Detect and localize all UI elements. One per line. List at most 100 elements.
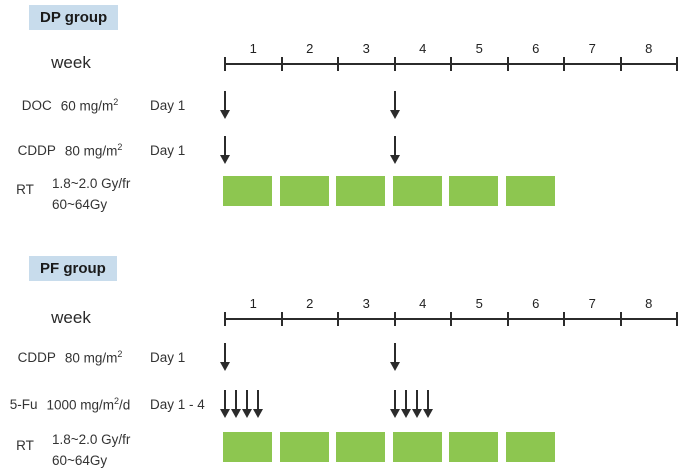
week-number: 8 <box>645 41 653 56</box>
dose-arrow-icon <box>422 390 433 418</box>
axis-tick <box>506 312 509 326</box>
dose-arrow-icon <box>389 390 400 418</box>
rt-week-block <box>392 432 442 462</box>
week-number: 7 <box>588 296 596 311</box>
week-number: 8 <box>645 296 653 311</box>
week-number: 4 <box>419 296 427 311</box>
rt-label: RT <box>16 438 34 453</box>
drug-name: DOC <box>21 97 52 113</box>
axis-tick <box>506 57 509 71</box>
drug-dose: 80 mg/m2 <box>65 142 123 159</box>
dose-arrow-icon <box>253 390 263 418</box>
rt-week-block <box>336 176 385 206</box>
drug-row-cddp: CDDP 80 mg/m2 Day 1 <box>0 343 683 371</box>
axis-tick <box>393 312 396 326</box>
dose-arrow-icon <box>220 91 230 119</box>
dose-arrow-icon <box>220 136 230 164</box>
week-number: 5 <box>475 296 483 311</box>
rt-dose-line1: 1.8~2.0 Gy/fr <box>52 176 131 191</box>
rt-label: RT <box>16 182 34 197</box>
group-title-pf: PF group <box>29 256 117 281</box>
rt-week-block <box>449 432 498 462</box>
rt-dose-line1: 1.8~2.0 Gy/fr <box>52 432 131 447</box>
week-number: 3 <box>362 41 370 56</box>
rt-week-block <box>336 432 385 462</box>
axis-tick <box>393 57 396 71</box>
drug-row-doc: DOC 60 mg/m2 Day 1 <box>0 91 683 119</box>
axis-tick <box>619 312 622 326</box>
week-number: 4 <box>419 41 427 56</box>
drug-name: CDDP <box>17 349 56 365</box>
axis-tick <box>619 57 622 71</box>
rt-week-block <box>392 176 442 206</box>
dose-superscript: 2 <box>117 141 123 152</box>
rt-week-block <box>279 176 329 206</box>
dose-arrow-icon <box>400 390 411 418</box>
axis-tick <box>563 57 565 71</box>
week-number: 1 <box>249 41 257 56</box>
dose-base: 80 mg/m <box>64 350 118 366</box>
rt-dose-line2: 60~64Gy <box>52 197 108 212</box>
dose-arrow-icon <box>220 390 230 418</box>
axis-tick <box>337 312 339 326</box>
rt-dose-line2: 60~64Gy <box>52 453 108 468</box>
dose-base: 80 mg/m <box>64 143 118 159</box>
dose-arrow-icon <box>411 390 422 418</box>
drug-row-cddp: CDDP 80 mg/m2 Day 1 <box>0 136 683 164</box>
dose-base: 1000 mg/m <box>46 397 115 413</box>
dose-arrow-icon <box>242 390 252 418</box>
axis-tick <box>676 312 678 326</box>
dose-arrow-icon <box>389 91 400 119</box>
week-number: 6 <box>532 41 540 56</box>
week-axis-label: week <box>51 308 91 327</box>
schedule-label: Day 1 <box>150 97 186 113</box>
drug-dose: 1000 mg/m2/d <box>46 396 130 413</box>
axis-tick <box>224 312 226 326</box>
rt-week-block <box>223 432 272 462</box>
week-number: 7 <box>588 41 596 56</box>
drug-label: DOC 60 mg/m2 <box>0 91 140 119</box>
drug-label: CDDP 80 mg/m2 <box>0 136 140 164</box>
axis-tick <box>450 57 452 71</box>
rt-week-block <box>505 176 555 206</box>
week-axis-label: week <box>51 53 91 72</box>
dose-tail: /d <box>119 397 131 413</box>
dose-arrow-icon <box>220 343 230 371</box>
drug-dose: 60 mg/m2 <box>61 97 119 114</box>
axis-tick <box>337 57 339 71</box>
schedule-label: Day 1 <box>150 349 186 365</box>
rt-week-block <box>505 432 555 462</box>
schedule-label: Day 1 <box>150 142 186 158</box>
drug-dose: 80 mg/m2 <box>65 349 123 366</box>
drug-label: 5-Fu 1000 mg/m2/d <box>0 390 140 418</box>
dose-arrow-icon <box>231 390 241 418</box>
axis-tick <box>563 312 565 326</box>
dose-arrow-icon <box>389 136 400 164</box>
dose-superscript: 2 <box>117 348 123 359</box>
week-number: 2 <box>306 296 314 311</box>
drug-name: CDDP <box>17 142 56 158</box>
axis-tick <box>280 57 283 71</box>
rt-week-block <box>223 176 272 206</box>
axis-tick <box>450 312 452 326</box>
week-number: 2 <box>306 41 314 56</box>
week-number: 1 <box>249 296 257 311</box>
dose-superscript: 2 <box>113 96 119 107</box>
rt-week-block <box>279 432 329 462</box>
axis-tick <box>676 57 678 71</box>
drug-name: 5-Fu <box>9 396 38 412</box>
week-number: 5 <box>475 41 483 56</box>
axis-tick <box>224 57 226 71</box>
dose-superscript: 2 <box>114 395 120 406</box>
dose-arrow-icon <box>389 343 400 371</box>
axis-tick <box>280 312 283 326</box>
week-number: 6 <box>532 296 540 311</box>
